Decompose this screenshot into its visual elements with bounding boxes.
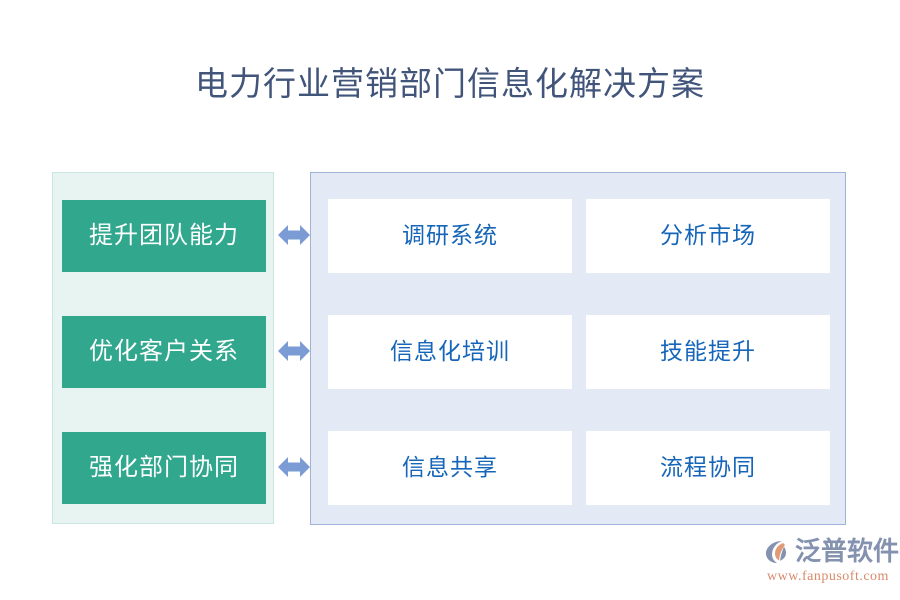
capability-box-r3c2[interactable]: 流程协同 xyxy=(586,431,830,505)
logo-row: 泛普软件 xyxy=(762,537,899,567)
double-arrow-horizontal-icon-2 xyxy=(278,337,310,365)
page-title: 电力行业营销部门信息化解决方案 xyxy=(195,67,705,103)
goals-panel: 提升团队能力 优化客户关系 强化部门协同 xyxy=(52,172,274,524)
double-arrow-horizontal-icon-1 xyxy=(278,221,310,249)
capability-box-r2c1[interactable]: 信息化培训 xyxy=(328,315,572,389)
capabilities-panel: 调研系统 分析市场 信息化培训 技能提升 信息共享 流程协同 xyxy=(310,172,846,525)
goal-box-3[interactable]: 强化部门协同 xyxy=(62,432,266,504)
logo-name: 泛普软件 xyxy=(795,537,900,566)
goal-box-1[interactable]: 提升团队能力 xyxy=(62,200,266,272)
watermark-logo: 泛普软件 www.fanpusoft.com xyxy=(762,537,899,585)
capability-box-r1c1[interactable]: 调研系统 xyxy=(328,199,572,273)
capability-box-r1c2[interactable]: 分析市场 xyxy=(586,199,830,273)
capability-box-r2c2[interactable]: 技能提升 xyxy=(586,315,830,389)
goal-box-2[interactable]: 优化客户关系 xyxy=(62,316,266,388)
double-arrow-horizontal-icon-3 xyxy=(278,453,310,481)
fanpu-logo-icon xyxy=(762,538,792,566)
capability-box-r3c1[interactable]: 信息共享 xyxy=(328,431,572,505)
logo-url: www.fanpusoft.com xyxy=(767,569,889,584)
